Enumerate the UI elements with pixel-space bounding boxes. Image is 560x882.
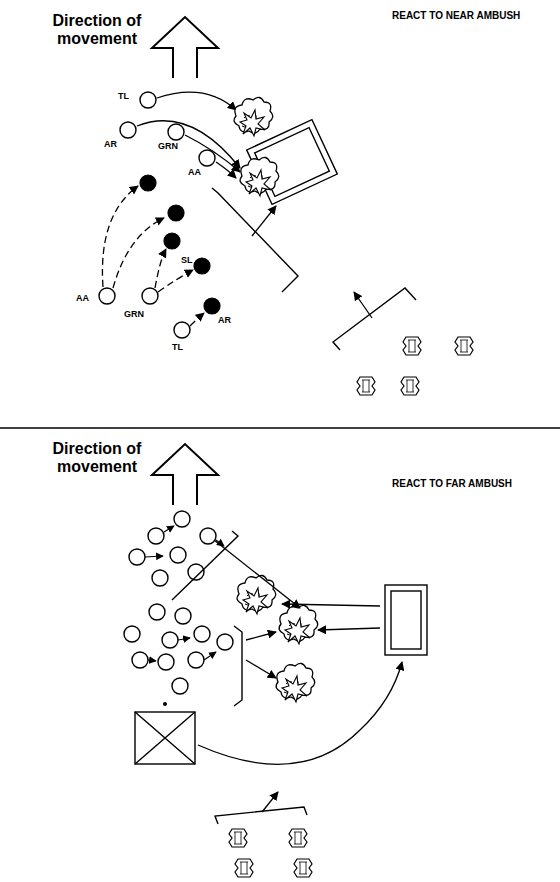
maneuver-arrow xyxy=(198,662,402,764)
move-arrows xyxy=(102,186,204,326)
explosion xyxy=(276,663,315,702)
role-label: AR xyxy=(218,316,231,326)
vehicle-symbol xyxy=(294,859,312,877)
explosion xyxy=(234,97,273,136)
role-label-box: AA xyxy=(188,168,201,178)
team-positions-open xyxy=(99,288,190,338)
move-arrows xyxy=(145,526,224,661)
squad-follow xyxy=(124,604,233,694)
direction-label: Direction of movement xyxy=(38,12,156,47)
role-label: GRN xyxy=(124,310,144,320)
vehicle-symbol xyxy=(235,859,253,877)
direction-arrow xyxy=(152,444,218,505)
vehicle-symbol xyxy=(403,337,421,355)
direction-arrow xyxy=(152,17,218,78)
panel-heading: REACT TO NEAR AMBUSH xyxy=(392,10,520,21)
vehicle-symbol xyxy=(229,829,247,847)
role-label-box: GRN xyxy=(158,142,178,152)
role-label-box: AR xyxy=(104,140,117,150)
role-label-box: SL xyxy=(181,256,193,266)
vehicle-symbol xyxy=(357,377,375,395)
role-label-box: AA xyxy=(76,294,89,304)
direction-label-box: Direction of movement xyxy=(38,12,156,47)
squad-line xyxy=(234,626,242,706)
role-label: TL xyxy=(172,343,183,353)
role-label-box: TL xyxy=(172,343,183,353)
role-label: SL xyxy=(181,256,193,266)
explosion xyxy=(240,157,279,196)
squad-lead xyxy=(129,511,216,586)
assault-arrows xyxy=(137,92,240,178)
role-label: AA xyxy=(76,294,89,304)
support-position xyxy=(212,188,298,292)
explosion xyxy=(279,605,318,644)
panel-heading: REACT TO FAR AMBUSH xyxy=(392,478,512,489)
role-label: AA xyxy=(188,168,201,178)
vehicle-position xyxy=(215,807,307,824)
team-positions-filled xyxy=(140,175,220,314)
panel-heading-box: REACT TO FAR AMBUSH xyxy=(392,478,512,489)
platoon-hq xyxy=(135,712,195,764)
direction-label: Direction of movement xyxy=(38,440,156,475)
assault-team xyxy=(120,92,215,166)
fire-arrow xyxy=(354,292,372,318)
enemy-position xyxy=(385,585,427,655)
vehicle-symbol xyxy=(289,829,307,847)
role-label: TL xyxy=(118,92,129,102)
vehicle-symbol xyxy=(455,337,473,355)
explosion xyxy=(237,575,276,614)
role-label: GRN xyxy=(158,142,178,152)
squad-line xyxy=(172,531,238,600)
role-label-box: GRN xyxy=(124,310,144,320)
panel-divider xyxy=(0,427,560,429)
fire-arrow xyxy=(262,792,278,812)
role-label: AR xyxy=(104,140,117,150)
direction-label-box: Direction of movement xyxy=(38,440,156,475)
vehicle-symbol xyxy=(401,377,419,395)
hq-dot xyxy=(163,702,167,706)
fire-arrows xyxy=(214,540,380,678)
panel-heading-box: REACT TO NEAR AMBUSH xyxy=(392,10,520,21)
fire-arrow xyxy=(252,206,276,236)
role-label-box: AR xyxy=(218,316,231,326)
role-label-box: TL xyxy=(118,92,129,102)
